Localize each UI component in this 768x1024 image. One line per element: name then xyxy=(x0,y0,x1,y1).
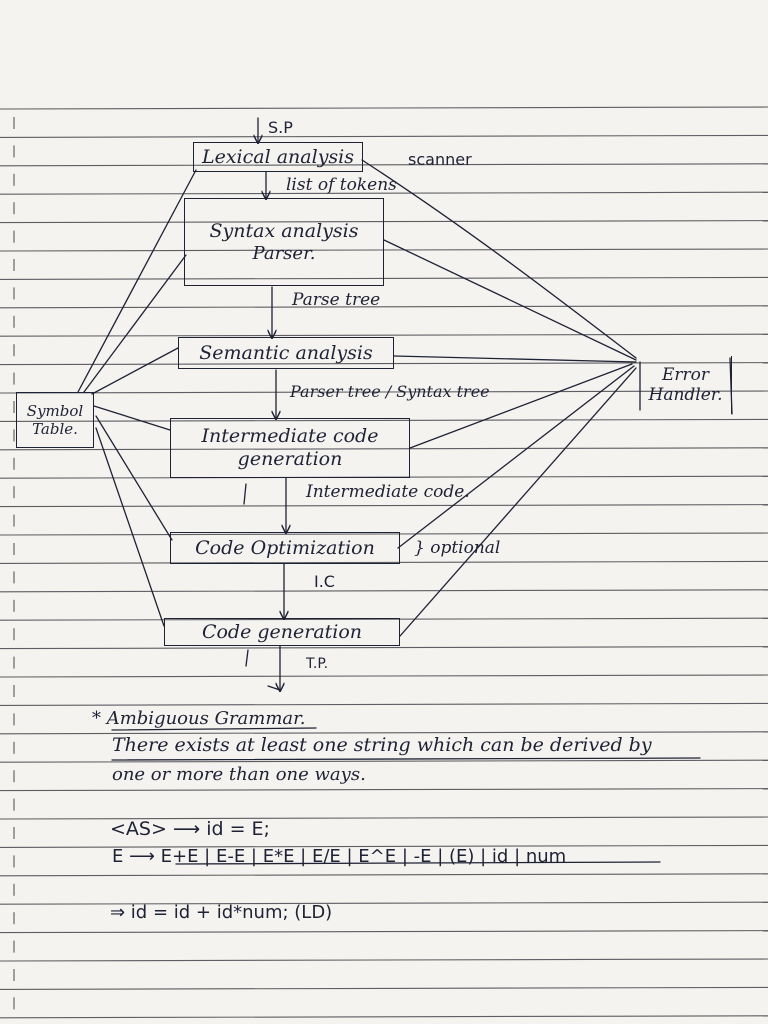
optional-label: } optional xyxy=(414,538,501,558)
link-symbol-intermediate xyxy=(93,405,171,431)
generation-label: generation xyxy=(237,448,343,470)
error-label: Error xyxy=(661,364,710,385)
link-symbol-optimization xyxy=(95,415,173,541)
rule-line xyxy=(0,305,768,309)
semantic-analysis-label: Semantic analysis xyxy=(199,341,373,364)
rule-line xyxy=(0,844,768,848)
tp-label: T.P. xyxy=(306,656,329,672)
link-symbol-semantic xyxy=(91,347,179,395)
tick-intermediate xyxy=(243,483,247,505)
tick-codegen xyxy=(245,649,249,667)
rule-line xyxy=(0,106,768,110)
scanner-label: scanner xyxy=(408,150,472,169)
semantic-analysis-box: Semantic analysis xyxy=(178,337,394,369)
syntax-analysis-label: Syntax analysis xyxy=(209,219,359,242)
intermediate-code-box: Intermediate code generation xyxy=(170,418,410,478)
rule-line xyxy=(0,617,768,621)
code-generation-label: Code generation xyxy=(201,620,363,643)
rule-line xyxy=(0,788,768,792)
definition-line-1: There exists at least one string which c… xyxy=(112,734,652,756)
lexical-analysis-box: Lexical analysis xyxy=(193,142,363,172)
rule-line xyxy=(0,447,768,451)
link-error-lexical xyxy=(361,159,637,359)
arrow-out-of-codegen-left xyxy=(267,685,281,691)
link-error-optimization xyxy=(397,365,635,549)
code-generation-box: Code generation xyxy=(164,618,400,646)
rule-line xyxy=(0,560,768,564)
rule-line xyxy=(0,163,768,167)
rule-line xyxy=(0,333,768,337)
link-symbol-syntax xyxy=(83,254,187,393)
rule-line xyxy=(0,759,768,763)
rule-line xyxy=(0,958,768,962)
error-handler-box: Error Handler. xyxy=(640,356,732,414)
lexical-analysis-label: Lexical analysis xyxy=(201,145,355,168)
parse-tree-label: Parse tree xyxy=(292,290,381,310)
rule-line xyxy=(0,731,768,735)
rule-line xyxy=(0,220,768,224)
table-label: Table. xyxy=(32,420,78,438)
symbol-label: Symbol xyxy=(26,402,84,420)
rule-line xyxy=(0,1015,768,1019)
ic-label: I.C xyxy=(314,572,335,591)
link-error-intermediate xyxy=(409,363,633,449)
rule-line xyxy=(0,248,768,252)
link-symbol-lexical xyxy=(77,169,197,393)
rule-line xyxy=(0,702,768,706)
underline-definition xyxy=(111,757,701,761)
rule-line xyxy=(0,646,768,650)
rule-line xyxy=(0,816,768,820)
rule-line xyxy=(0,589,768,593)
symbol-table-box: Symbol Table. xyxy=(16,392,94,448)
rule-line xyxy=(0,930,768,934)
parser-tree-label: Parser tree / Syntax tree xyxy=(290,382,490,401)
underline-heading xyxy=(111,727,317,731)
rule-line xyxy=(0,901,768,905)
grammar-rule-2: E ⟶ E+E | E-E | E*E | E/E | E^E | -E | (… xyxy=(112,846,567,867)
code-optimization-label: Code Optimization xyxy=(195,536,375,559)
source-program-label: S.P xyxy=(268,118,293,137)
handler-label: Handler. xyxy=(648,385,723,405)
rule-line xyxy=(0,532,768,536)
link-error-semantic xyxy=(393,355,637,363)
rule-line xyxy=(0,873,768,877)
rule-line xyxy=(0,134,768,138)
rule-line xyxy=(0,674,768,678)
rule-line xyxy=(0,276,768,280)
grammar-rule-1: <AS> ⟶ id = E; xyxy=(110,818,270,840)
rule-line xyxy=(0,504,768,508)
definition-line-2: one or more than one ways. xyxy=(112,764,366,785)
parser-label: Parser. xyxy=(252,242,316,264)
intermediate-code-flow-label: Intermediate code. xyxy=(306,482,470,502)
link-error-syntax xyxy=(383,239,637,361)
syntax-analysis-box: Syntax analysis Parser. xyxy=(184,198,384,286)
derivation-line: ⇒ id = id + id*num; (LD) xyxy=(110,902,333,923)
notes-heading: * Ambiguous Grammar. xyxy=(92,708,306,729)
code-optimization-box: Code Optimization xyxy=(170,532,400,564)
tokens-label: list of tokens xyxy=(286,175,397,195)
rule-line xyxy=(0,418,768,422)
rule-line xyxy=(0,191,768,195)
rule-line xyxy=(0,986,768,990)
link-symbol-codegen xyxy=(95,427,165,627)
link-error-codegen xyxy=(399,367,637,637)
underline-rule2 xyxy=(175,861,661,865)
intermediate-code-label: Intermediate code xyxy=(201,425,379,448)
